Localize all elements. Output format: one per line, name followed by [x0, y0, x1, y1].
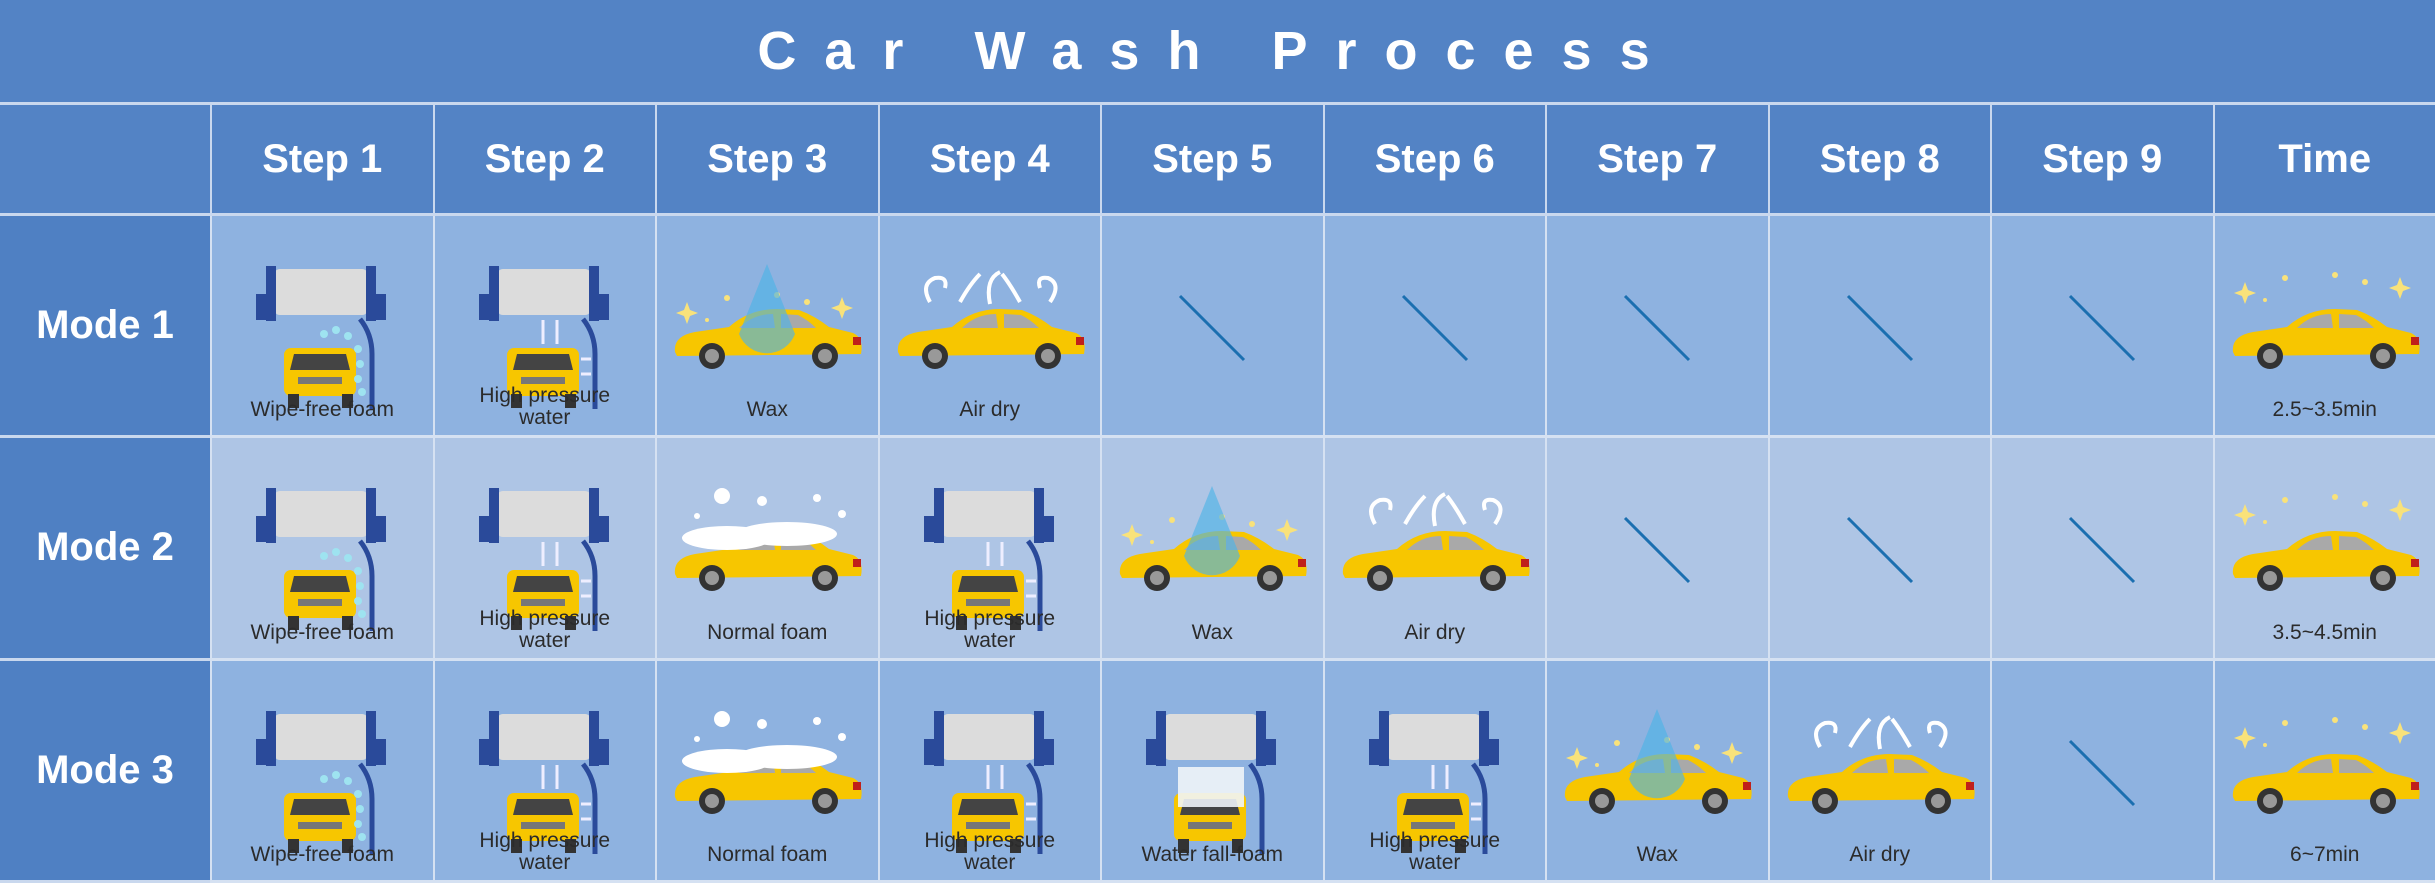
step-cell: Wax: [1545, 660, 1768, 883]
step-label: High pressure water: [479, 828, 611, 874]
step-cell: Air dry: [1322, 438, 1545, 661]
time-label: 2.5~3.5min: [2272, 398, 2378, 422]
step-cell: High pressure water: [877, 660, 1100, 883]
header-time: Time: [2212, 105, 2435, 216]
step-label: Wipe-free foam: [250, 620, 395, 644]
gantry-water-icon: [1365, 709, 1505, 859]
step-cell: High pressure water: [432, 660, 655, 883]
shine-icon: [2232, 494, 2420, 592]
air-dry-icon: [1787, 714, 1975, 814]
header-step-7: Step 7: [1545, 105, 1768, 216]
step-label: Water fall-foam: [1141, 842, 1284, 866]
none-icon: [1179, 294, 1246, 362]
mode-label: Mode 3: [0, 660, 210, 883]
step-cell: [1767, 216, 1990, 439]
none-icon: [1846, 294, 1913, 362]
air-dry-icon: [897, 270, 1085, 369]
gantry-water-icon: [920, 486, 1060, 636]
step-cell: [1545, 438, 1768, 661]
step-cell: Water fall-foam: [1100, 660, 1323, 883]
gantry-water-icon: [475, 486, 615, 636]
step-cell: High pressure water: [877, 438, 1100, 661]
header-step-5: Step 5: [1100, 105, 1323, 216]
step-label: Normal foam: [707, 842, 828, 866]
corner-header: [0, 105, 210, 216]
header-step-8: Step 8: [1767, 105, 1990, 216]
step-cell: [1990, 438, 2213, 661]
gantry-water-icon: [475, 264, 615, 414]
step-label: Wax: [1191, 620, 1233, 644]
none-icon: [1624, 294, 1691, 362]
mode-label: Mode 2: [0, 438, 210, 661]
step-cell: High pressure water: [432, 216, 655, 439]
air-dry-icon: [1342, 492, 1530, 592]
gantry-foam-icon: [252, 709, 392, 859]
header-step-9: Step 9: [1990, 105, 2213, 216]
step-cell: Wipe-free foam: [210, 216, 433, 439]
wax-icon: [1120, 486, 1307, 592]
step-label: Air dry: [959, 398, 1021, 422]
step-label: Air dry: [1849, 842, 1911, 866]
none-icon: [2069, 294, 2136, 362]
step-cell: [1767, 438, 1990, 661]
step-cell: Wipe-free foam: [210, 660, 433, 883]
none-icon: [1401, 294, 1468, 362]
mode-label: Mode 1: [0, 216, 210, 439]
time-cell: 2.5~3.5min: [2212, 216, 2435, 439]
step-label: Wax: [746, 398, 788, 422]
gantry-foam-icon: [252, 486, 392, 636]
header-step-2: Step 2: [432, 105, 655, 216]
none-icon: [1624, 517, 1691, 584]
time-cell: 6~7min: [2212, 660, 2435, 883]
time-cell: 3.5~4.5min: [2212, 438, 2435, 661]
gantry-water-icon: [920, 709, 1060, 859]
foam-icon: [675, 488, 862, 592]
step-cell: High pressure water: [1322, 660, 1545, 883]
step-cell: Wax: [655, 216, 878, 439]
step-cell: Normal foam: [655, 660, 878, 883]
time-label: 3.5~4.5min: [2272, 620, 2378, 644]
step-cell: Air dry: [877, 216, 1100, 439]
gantry-foam-icon: [252, 264, 392, 414]
none-icon: [2069, 517, 2136, 584]
wax-icon: [675, 264, 862, 369]
gantry-waterfall-icon: [1142, 709, 1282, 859]
step-label: High pressure water: [479, 384, 611, 430]
header-step-4: Step 4: [877, 105, 1100, 216]
step-cell: [1990, 216, 2213, 439]
step-label: High pressure water: [479, 606, 611, 652]
step-label: Wipe-free foam: [250, 398, 395, 422]
time-label: 6~7min: [2290, 842, 2360, 866]
none-icon: [2069, 739, 2136, 806]
none-icon: [1846, 517, 1913, 584]
step-cell: [1322, 216, 1545, 439]
step-label: High pressure water: [924, 606, 1056, 652]
step-cell: [1100, 216, 1323, 439]
step-cell: Wax: [1100, 438, 1323, 661]
step-cell: [1545, 216, 1768, 439]
step-cell: Air dry: [1767, 660, 1990, 883]
header-step-6: Step 6: [1322, 105, 1545, 216]
step-label: Air dry: [1404, 620, 1466, 644]
step-cell: Wipe-free foam: [210, 438, 433, 661]
header-step-3: Step 3: [655, 105, 878, 216]
step-label: High pressure water: [1369, 828, 1501, 874]
step-cell: High pressure water: [432, 438, 655, 661]
page-title: Car Wash Process: [0, 0, 2435, 105]
step-cell: Normal foam: [655, 438, 878, 661]
shine-icon: [2232, 272, 2420, 369]
shine-icon: [2232, 716, 2420, 814]
step-label: Normal foam: [707, 620, 828, 644]
foam-icon: [675, 710, 862, 814]
gantry-water-icon: [475, 709, 615, 859]
wax-icon: [1565, 708, 1752, 814]
header-step-1: Step 1: [210, 105, 433, 216]
step-label: High pressure water: [924, 828, 1056, 874]
step-label: Wipe-free foam: [250, 842, 395, 866]
step-label: Wax: [1636, 842, 1678, 866]
step-cell: [1990, 660, 2213, 883]
